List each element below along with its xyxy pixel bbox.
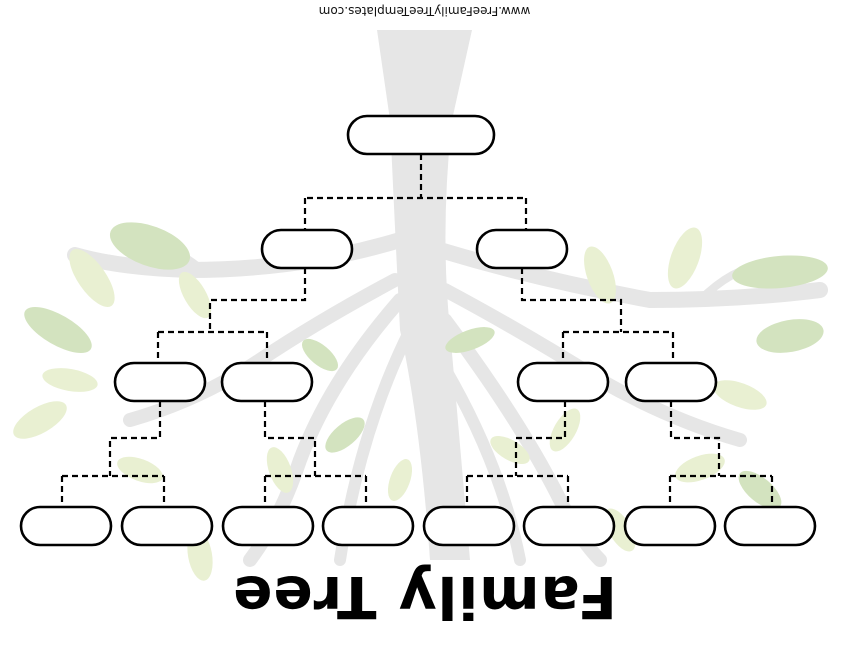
person-box-generation-4-5[interactable] [422,505,516,547]
person-box-generation-3-4[interactable] [624,361,718,403]
connector-line [520,268,675,363]
tree-leaves [13,222,828,581]
person-box-generation-1-1[interactable] [346,114,496,156]
connector-line [156,268,307,363]
website-url: www.FreeFamilyTreeTemplates.com [318,4,531,18]
person-box-generation-3-2[interactable] [220,361,314,403]
connector-lines [60,154,774,507]
person-box-generation-4-7[interactable] [623,505,717,547]
person-boxes [19,114,817,547]
person-box-generation-2-2[interactable] [475,228,569,270]
connector-line [668,401,774,507]
connector-line [263,401,368,507]
person-box-generation-4-6[interactable] [522,505,616,547]
connector-line [60,401,166,507]
person-box-generation-3-1[interactable] [113,361,207,403]
person-box-generation-4-4[interactable] [321,505,415,547]
connector-line [465,401,570,507]
person-box-generation-2-1[interactable] [260,228,354,270]
tree-trunk [377,30,472,560]
page-title: Family Tree [231,563,618,631]
connector-line [303,154,528,230]
person-box-generation-4-8[interactable] [723,505,817,547]
person-box-generation-4-1[interactable] [19,505,113,547]
person-box-generation-3-3[interactable] [516,361,610,403]
background-tree-illustration [13,30,828,581]
person-box-generation-4-3[interactable] [221,505,315,547]
person-box-generation-4-2[interactable] [120,505,214,547]
